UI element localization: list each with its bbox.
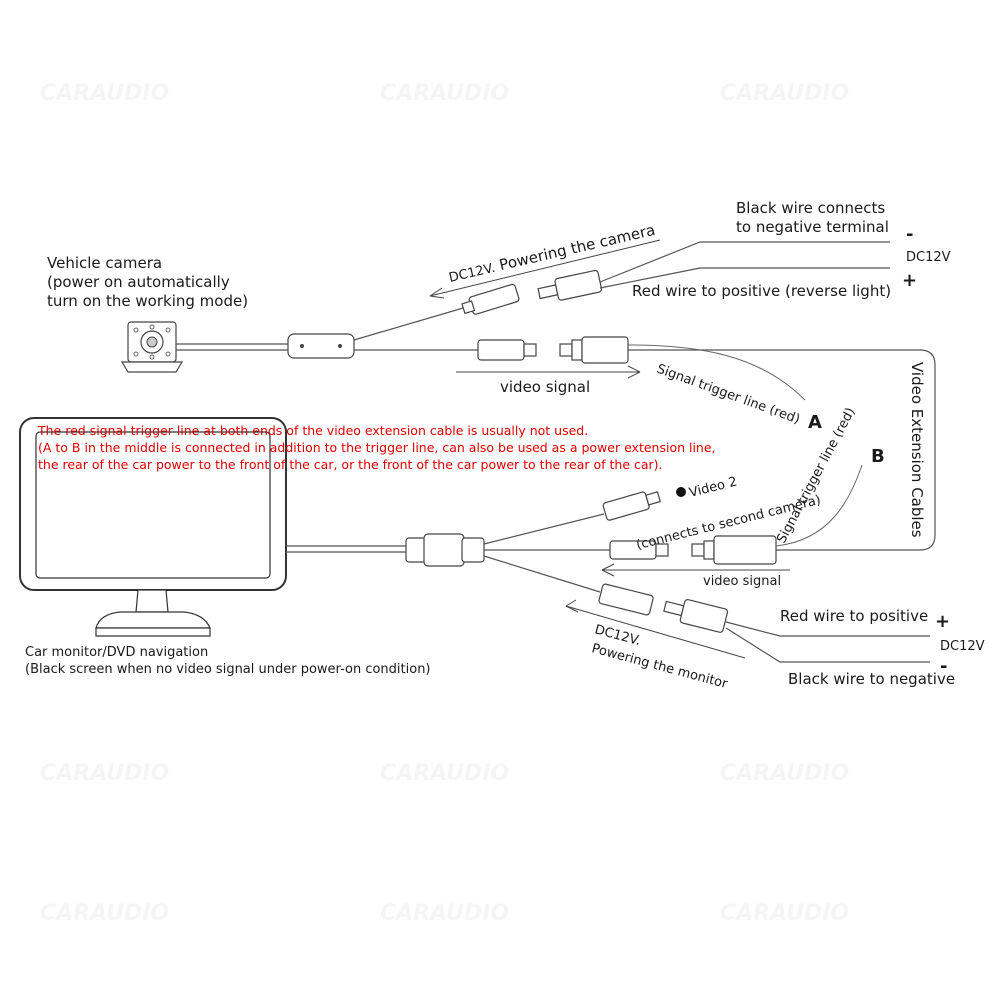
svg-text:CARAUDIO: CARAUDIO bbox=[40, 901, 169, 926]
black-wire-bottom bbox=[725, 627, 930, 663]
top-dc-male-plug bbox=[537, 269, 603, 301]
label-video-extension: Video Extension Cables bbox=[908, 362, 926, 538]
label-video-signal-bottom: video signal bbox=[703, 574, 781, 589]
video2-rca bbox=[602, 491, 661, 521]
label-signal-trigger-a: Signal trigger line (red) bbox=[655, 362, 802, 428]
arrow-powering-camera bbox=[429, 239, 661, 299]
camera-dc-female bbox=[461, 283, 520, 315]
svg-text:CARAUDIO: CARAUDIO bbox=[40, 81, 169, 106]
monitor-dc-female bbox=[598, 583, 654, 616]
red-wire-bottom bbox=[725, 621, 930, 637]
label-black-wire-top-2: to negative terminal bbox=[736, 218, 889, 236]
camera-rca-female bbox=[477, 339, 537, 361]
bottom-rca-male bbox=[691, 535, 777, 565]
camera-junction bbox=[287, 333, 355, 359]
top-rca-male bbox=[559, 336, 629, 364]
label-powering-camera-prefix: DC12V. bbox=[448, 261, 497, 286]
label-letter-a: A bbox=[808, 412, 822, 433]
label-powering-camera: Powering the camera bbox=[498, 221, 657, 274]
label-red-wire-bottom: Red wire to positive bbox=[780, 607, 928, 625]
label-vehicle-camera: Vehicle camera bbox=[47, 254, 162, 272]
video2-dot bbox=[676, 487, 686, 497]
label-car-monitor: Car monitor/DVD navigation bbox=[25, 645, 208, 660]
label-black-wire-top-1: Black wire connects bbox=[736, 199, 885, 217]
svg-text:CARAUDIO: CARAUDIO bbox=[720, 81, 849, 106]
label-plus-top: + bbox=[902, 270, 917, 291]
note-line-3: the rear of the car power to the front o… bbox=[38, 457, 663, 472]
trigger-line-note: The red signal trigger line at both ends… bbox=[37, 423, 716, 472]
svg-text:CARAUDIO: CARAUDIO bbox=[380, 901, 509, 926]
arrow-powering-monitor bbox=[565, 599, 746, 659]
video2-wire bbox=[483, 513, 605, 545]
trigger-line-b bbox=[775, 464, 863, 547]
arrow-video-signal-bottom bbox=[601, 563, 790, 577]
arrow-video-signal-top bbox=[456, 365, 641, 379]
label-minus-bottom: - bbox=[940, 656, 947, 677]
label-plus-bottom: + bbox=[935, 611, 950, 632]
bottom-dc-male-plug bbox=[663, 599, 729, 633]
car-monitor bbox=[19, 417, 287, 637]
label-car-monitor-note: (Black screen when no video signal under… bbox=[25, 662, 431, 677]
label-minus-top: - bbox=[906, 224, 913, 245]
monitor-power-wire bbox=[483, 555, 601, 593]
label-dc12v-bottom: DC12V bbox=[940, 639, 985, 654]
label-vehicle-camera-note1: (power on automatically bbox=[47, 273, 230, 291]
label-black-wire-bottom: Black wire to negative bbox=[788, 670, 955, 688]
monitor-rca-female bbox=[609, 540, 669, 560]
label-letter-b: B bbox=[871, 446, 885, 467]
label-video2: Video 2 bbox=[688, 474, 739, 500]
label-vehicle-camera-note2: turn on the working mode) bbox=[47, 292, 248, 310]
camera-power-wire bbox=[353, 305, 471, 341]
label-dc12v-top: DC12V bbox=[906, 250, 951, 265]
label-video-signal-top: video signal bbox=[500, 378, 590, 396]
svg-text:CARAUDIO: CARAUDIO bbox=[380, 761, 509, 786]
trigger-line-a bbox=[627, 344, 806, 401]
black-wire-top bbox=[599, 241, 890, 283]
vehicle-camera bbox=[120, 321, 184, 373]
label-powering-monitor: Powering the monitor bbox=[590, 641, 730, 692]
video-extension-cable bbox=[628, 349, 936, 551]
red-wire-top bbox=[599, 267, 890, 289]
svg-text:CARAUDIO: CARAUDIO bbox=[380, 81, 509, 106]
svg-text:CARAUDIO: CARAUDIO bbox=[720, 901, 849, 926]
note-line-1: The red signal trigger line at both ends… bbox=[37, 423, 588, 438]
label-red-wire-top: Red wire to positive (reverse light) bbox=[632, 282, 891, 300]
svg-text:CARAUDIO: CARAUDIO bbox=[720, 761, 849, 786]
svg-text:CARAUDIO: CARAUDIO bbox=[40, 761, 169, 786]
monitor-junction bbox=[405, 533, 485, 567]
note-line-2: (A to B in the middle is connected in ad… bbox=[38, 440, 716, 455]
